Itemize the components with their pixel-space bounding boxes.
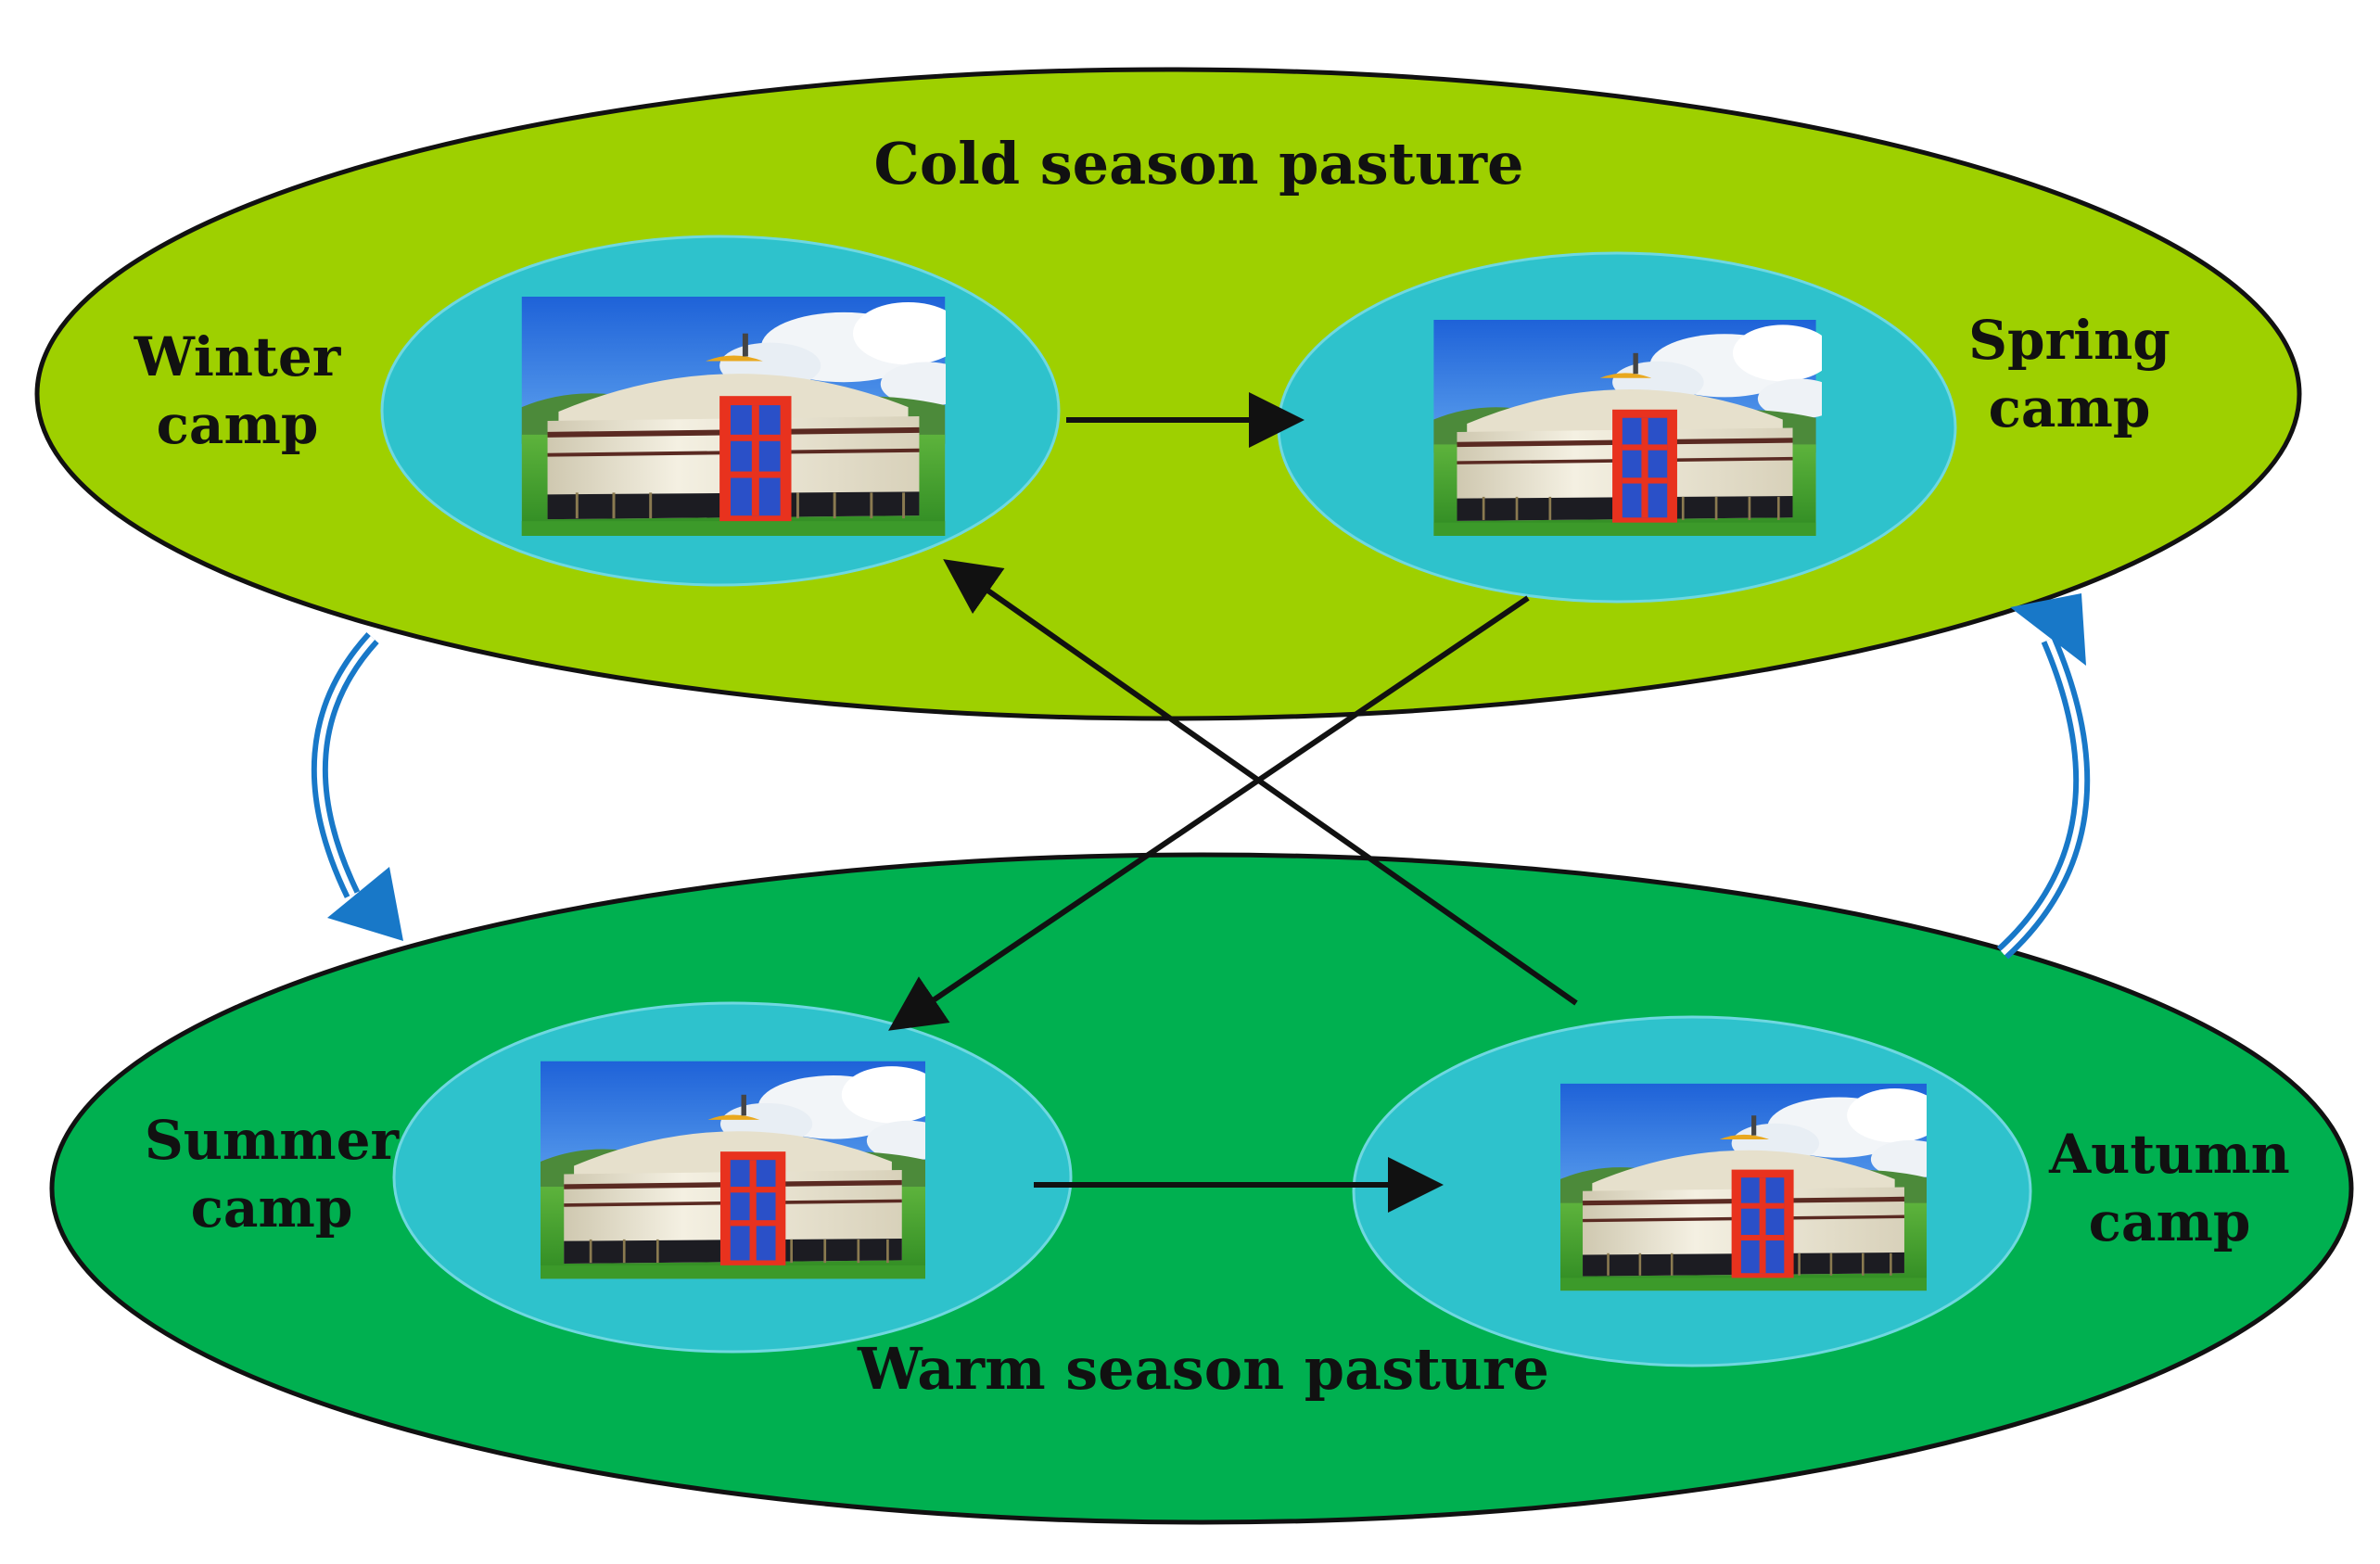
spring-camp-label-line1: Spring	[1968, 309, 2170, 372]
winter-camp-label-line1: Winter	[134, 325, 342, 388]
summer-camp-label-line2: camp	[191, 1176, 353, 1240]
winter-camp-label-line2: camp	[157, 393, 319, 456]
warm-season-pasture-title: Warm season pasture	[857, 1335, 1549, 1403]
summer-camp-label-line1: Summer	[145, 1109, 401, 1172]
summer-yurt-icon	[541, 1062, 950, 1279]
spring-camp-label-line2: camp	[1989, 376, 2151, 439]
cold-season-pasture-title: Cold season pasture	[874, 130, 1524, 197]
autumn-to-winter-arrow	[943, 559, 1578, 1006]
autumn-camp-label-line2: camp	[2089, 1190, 2251, 1253]
spring-to-summer-arrow	[888, 595, 1530, 1031]
autumn-yurt-icon	[1560, 1084, 1951, 1291]
warm-to-cold-pasture-arrow	[1996, 593, 2091, 960]
cold-to-warm-pasture-arrow	[311, 631, 403, 941]
winter-yurt-icon	[522, 297, 973, 536]
spring-yurt-icon	[1433, 320, 1840, 536]
autumn-camp-label-line1: Autumn	[2048, 1123, 2290, 1186]
